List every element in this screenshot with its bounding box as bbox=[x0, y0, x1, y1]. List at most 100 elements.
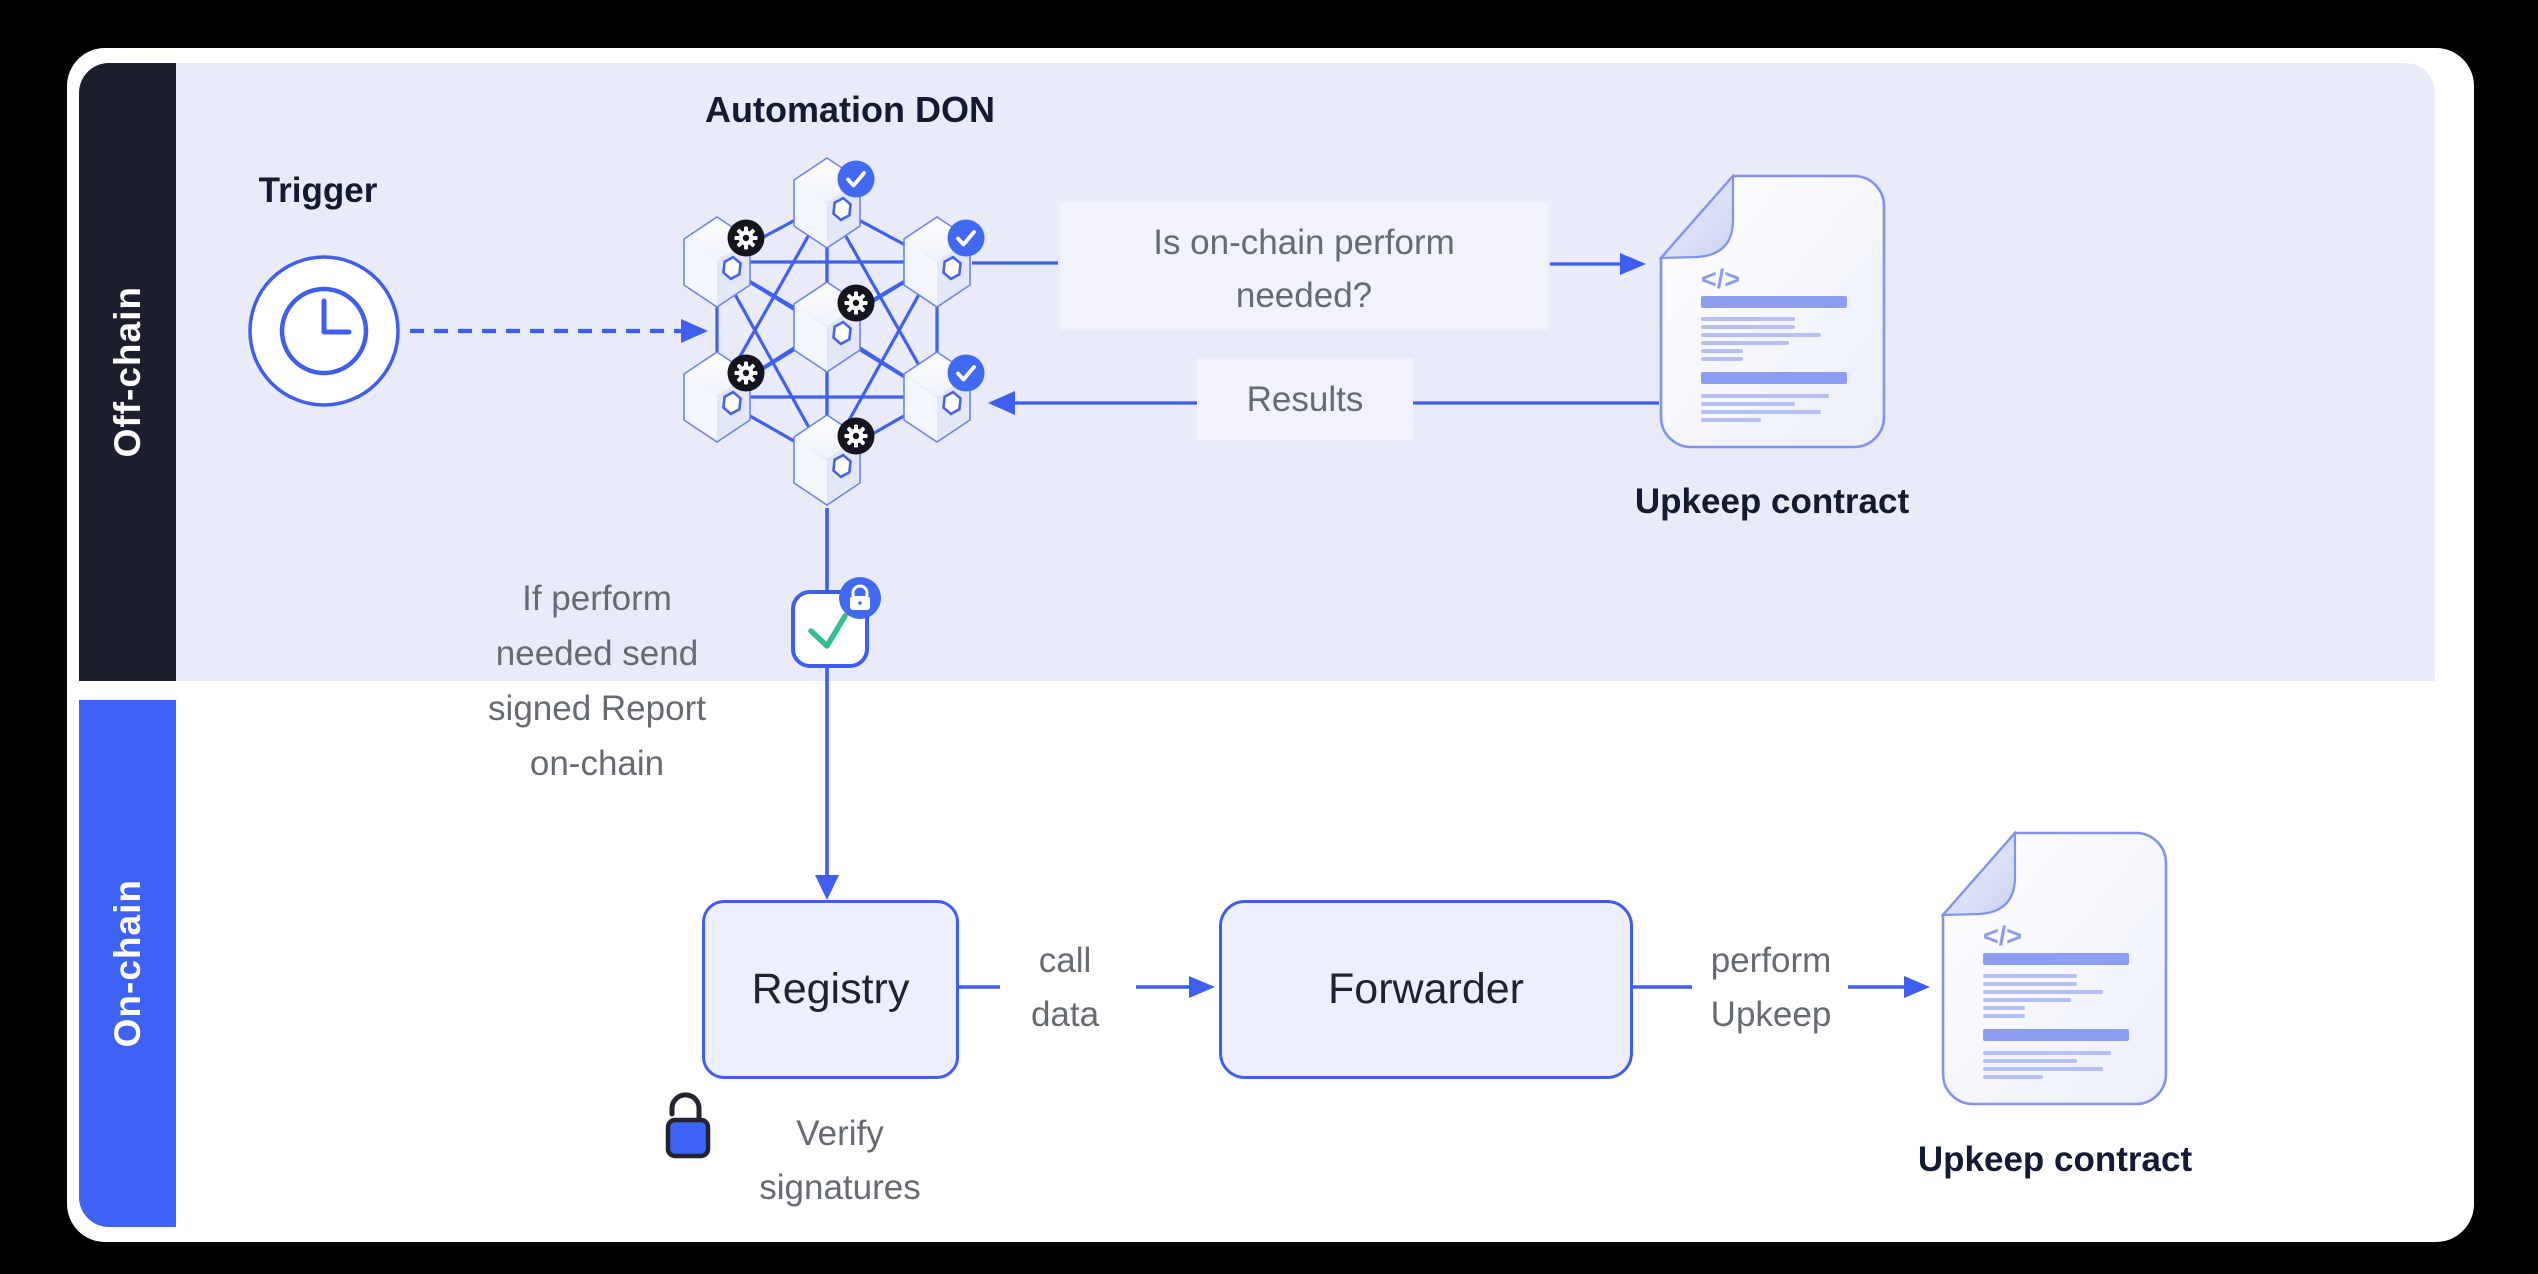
question-note-background bbox=[1060, 202, 1548, 330]
doc-text-line bbox=[1701, 317, 1795, 321]
forwarder-label: Forwarder bbox=[1328, 965, 1524, 1013]
call-data-line1: call bbox=[1038, 941, 1092, 980]
open-padlock-icon bbox=[665, 1092, 711, 1159]
doc-text-line bbox=[1701, 325, 1795, 329]
gear-tooth bbox=[752, 236, 758, 240]
chainlink-hexagon-glyph bbox=[942, 390, 962, 416]
don-node bbox=[903, 351, 985, 443]
check-badge-circle bbox=[947, 354, 985, 392]
registry-box: Registry bbox=[702, 900, 959, 1079]
question-line1: Is on-chain perform bbox=[1153, 223, 1455, 262]
chainlink-hexagon-glyph bbox=[832, 320, 852, 346]
chainlink-hexagon-outline bbox=[942, 390, 962, 416]
call-data-line2: data bbox=[1030, 995, 1100, 1034]
gear-badge-icon bbox=[727, 354, 765, 392]
gear-tooth bbox=[744, 244, 748, 250]
results-note-background bbox=[1197, 358, 1413, 440]
onchain-sidebar: On-chain bbox=[79, 700, 176, 1227]
gear-badge-icon bbox=[837, 417, 875, 455]
doc-text-line bbox=[1983, 982, 2077, 986]
doc-text-line bbox=[1701, 333, 1821, 337]
doc-text-line bbox=[1701, 410, 1821, 414]
chainlink-hexagon-glyph bbox=[942, 255, 962, 281]
chainlink-hexagon-outline bbox=[722, 255, 742, 281]
doc-heading-bar bbox=[1983, 953, 2129, 965]
perform-upkeep-line2: Upkeep bbox=[1710, 995, 1832, 1034]
padlock-glyph bbox=[850, 584, 870, 610]
doc-text-line bbox=[1701, 341, 1789, 345]
check-badge-circle bbox=[947, 219, 985, 257]
check-badge-icon bbox=[947, 219, 985, 257]
upkeep-contract-doc-icon-bottom: </> bbox=[1940, 830, 2168, 1106]
results-line bbox=[988, 391, 1659, 415]
gear-hole bbox=[852, 299, 860, 307]
don-node bbox=[793, 281, 875, 373]
chainlink-hexagon-outline bbox=[832, 453, 852, 479]
doc-text-line bbox=[1983, 1059, 2077, 1063]
gear-badge-icon bbox=[727, 219, 765, 257]
check-mark bbox=[956, 230, 976, 247]
don-title: Automation DON bbox=[705, 89, 995, 130]
report-note-line3: signed Report bbox=[488, 689, 706, 728]
gear-tooth bbox=[744, 361, 748, 367]
gear-tooth bbox=[854, 442, 858, 448]
upkeep-contract-label-bottom: Upkeep contract bbox=[1917, 1140, 2193, 1179]
verify-signatures-line1: Verify bbox=[796, 1114, 884, 1153]
document-fold-corner bbox=[1658, 173, 1735, 260]
doc-text-line bbox=[1701, 357, 1743, 361]
report-note-line2: needed send bbox=[495, 634, 699, 673]
clock-icon bbox=[248, 255, 400, 407]
don-node bbox=[683, 351, 765, 443]
gear-tooth bbox=[844, 434, 850, 438]
gear-tooth bbox=[844, 301, 850, 305]
gear-tooth bbox=[862, 434, 868, 438]
document-fold-corner bbox=[1940, 830, 2017, 917]
document-outline bbox=[1659, 174, 1886, 449]
doc-text-line bbox=[1983, 1051, 2111, 1055]
chainlink-hexagon-glyph bbox=[832, 196, 852, 222]
upkeep-contract-label-top: Upkeep contract bbox=[1634, 482, 1910, 521]
doc-text-line bbox=[1701, 418, 1761, 422]
results-label: Results bbox=[1246, 380, 1364, 419]
forwarder-box: Forwarder bbox=[1219, 900, 1633, 1079]
chainlink-hexagon-outline bbox=[832, 196, 852, 222]
check-mark bbox=[956, 365, 976, 382]
gear-tooth bbox=[862, 301, 868, 305]
chainlink-hexagon-outline bbox=[722, 390, 742, 416]
gear-badge-icon bbox=[837, 284, 875, 322]
gear-tooth bbox=[744, 226, 748, 232]
doc-heading-bar bbox=[1983, 1029, 2129, 1041]
doc-text-line bbox=[1701, 394, 1829, 398]
don-node bbox=[903, 216, 985, 308]
perform-upkeep-line1: perform bbox=[1710, 941, 1832, 980]
gear-tooth bbox=[744, 379, 748, 385]
registry-label: Registry bbox=[751, 965, 910, 1013]
doc-heading-bar bbox=[1701, 372, 1847, 384]
registry-to-forwarder-arrow bbox=[953, 976, 1215, 998]
code-icon: </> bbox=[1701, 264, 1740, 294]
chainlink-hexagon-glyph bbox=[832, 453, 852, 479]
chainlink-hexagon-glyph bbox=[722, 255, 742, 281]
trigger-label: Trigger bbox=[258, 171, 378, 210]
check-badge-icon bbox=[837, 160, 875, 198]
question-line2: needed? bbox=[1235, 276, 1373, 315]
chainlink-hexagon-outline bbox=[832, 320, 852, 346]
gear-tooth bbox=[752, 371, 758, 375]
automation-don-network bbox=[683, 157, 985, 506]
report-to-registry-arrow bbox=[815, 666, 839, 900]
gear-hole bbox=[742, 369, 750, 377]
doc-text-line bbox=[1983, 1067, 2103, 1071]
check-mark bbox=[846, 171, 866, 188]
upkeep-contract-doc-icon-top: </> bbox=[1658, 173, 1886, 449]
don-node bbox=[793, 157, 875, 249]
gear-tooth bbox=[734, 236, 740, 240]
code-icon: </> bbox=[1983, 921, 2022, 951]
doc-text-line bbox=[1983, 1075, 2043, 1079]
doc-text-line bbox=[1701, 349, 1743, 353]
doc-text-line bbox=[1983, 974, 2077, 978]
gear-tooth bbox=[734, 371, 740, 375]
verify-signatures-line2: signatures bbox=[759, 1168, 921, 1207]
don-node bbox=[683, 216, 765, 308]
